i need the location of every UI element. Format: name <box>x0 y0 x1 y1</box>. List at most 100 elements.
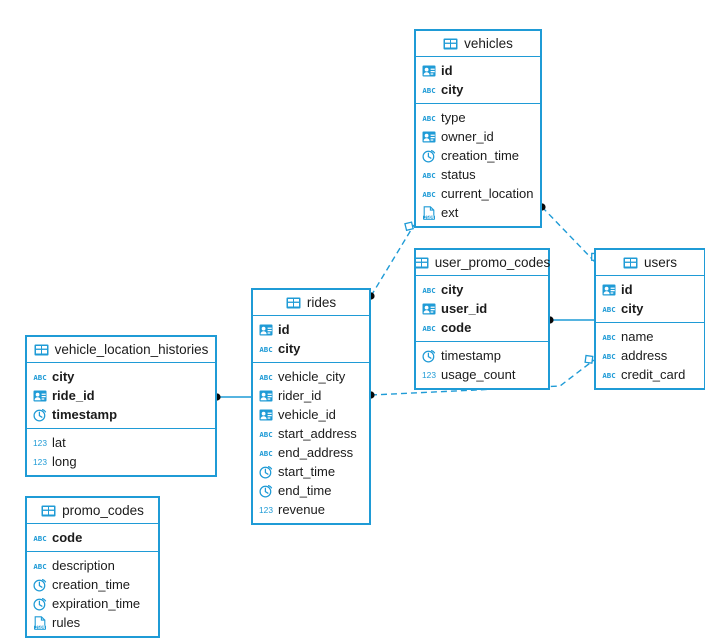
svg-text:ABC: ABC <box>259 344 272 353</box>
clock-icon <box>259 484 273 498</box>
column-name: creation_time <box>52 577 131 592</box>
relationship-vehicle_location_histories-to-rides[interactable] <box>213 393 251 401</box>
column-row-rides-start_time[interactable]: start_time <box>253 462 369 481</box>
svg-text:ABC: ABC <box>422 285 435 294</box>
table-title: promo_codes <box>62 503 144 518</box>
column-name: rider_id <box>278 388 322 403</box>
svg-text:ABC: ABC <box>422 170 435 179</box>
key-person-icon <box>422 65 436 76</box>
column-row-vehicles-creation_time[interactable]: creation_time <box>416 146 540 165</box>
column-row-promo_codes-creation_time[interactable]: creation_time <box>27 575 158 594</box>
table-header-vehicles[interactable]: vehicles <box>416 31 540 57</box>
table-grid-icon <box>41 505 56 516</box>
table-header-vehicle_location_histories[interactable]: vehicle_location_histories <box>27 337 215 363</box>
column-name: city <box>441 82 464 97</box>
table-title: rides <box>306 295 337 310</box>
svg-text:ABC: ABC <box>259 429 272 438</box>
svg-text:ABC: ABC <box>33 533 46 542</box>
table-grid-icon <box>443 38 458 49</box>
svg-text:ABC: ABC <box>259 372 272 381</box>
table-header-promo_codes[interactable]: promo_codes <box>27 498 158 524</box>
table-header-users[interactable]: users <box>596 250 704 276</box>
relationship-rides-to-vehicles[interactable] <box>367 221 415 300</box>
svg-text:123: 123 <box>33 438 47 448</box>
table-grid-icon <box>623 257 638 268</box>
abc-icon: ABC <box>33 372 46 381</box>
column-row-rides-id[interactable]: id <box>253 320 369 339</box>
column-name: long <box>52 454 77 469</box>
column-row-rides-rider_id[interactable]: rider_id <box>253 386 369 405</box>
column-name: ext <box>441 205 459 220</box>
column-row-users-id[interactable]: id <box>596 280 704 299</box>
column-name: vehicle_id <box>278 407 336 422</box>
column-name: start_address <box>278 426 357 441</box>
column-row-user_promo_codes-timestamp[interactable]: timestamp <box>416 346 548 365</box>
relationship-user_promo_codes-to-users[interactable] <box>546 316 594 324</box>
column-name: creation_time <box>441 148 520 163</box>
clock-icon <box>422 349 436 363</box>
column-row-rides-start_address[interactable]: ABC start_address <box>253 424 369 443</box>
svg-text:ABC: ABC <box>422 189 435 198</box>
svg-text:ABC: ABC <box>259 448 272 457</box>
column-row-vehicles-owner_id[interactable]: owner_id <box>416 127 540 146</box>
column-row-user_promo_codes-user_id[interactable]: user_id <box>416 299 548 318</box>
column-row-vehicles-id[interactable]: id <box>416 61 540 80</box>
clock-icon <box>33 578 47 592</box>
abc-icon: ABC <box>602 304 615 313</box>
svg-text:123: 123 <box>259 505 273 515</box>
column-name: user_id <box>441 301 488 316</box>
column-name: ride_id <box>52 388 95 403</box>
svg-text:ABC: ABC <box>33 372 46 381</box>
column-row-vehicles-ext[interactable]: JSON ext <box>416 203 540 222</box>
table-header-user_promo_codes[interactable]: user_promo_codes <box>414 250 550 276</box>
relationship-target-square <box>404 221 414 232</box>
column-row-vehicle_location_histories-timestamp[interactable]: timestamp <box>27 405 215 424</box>
number-icon: 123 <box>33 438 47 448</box>
svg-text:JSON: JSON <box>35 625 45 630</box>
column-row-rides-vehicle_id[interactable]: vehicle_id <box>253 405 369 424</box>
column-name: start_time <box>278 464 336 479</box>
abc-icon: ABC <box>422 285 435 294</box>
column-row-promo_codes-expiration_time[interactable]: expiration_time <box>27 594 158 613</box>
svg-text:JSON: JSON <box>424 215 434 220</box>
column-row-rides-end_time[interactable]: end_time <box>253 481 369 500</box>
table-header-rides[interactable]: rides <box>253 290 369 316</box>
column-row-vehicle_location_histories-ride_id[interactable]: ride_id <box>27 386 215 405</box>
svg-text:ABC: ABC <box>602 304 615 313</box>
table-title: users <box>643 255 677 270</box>
